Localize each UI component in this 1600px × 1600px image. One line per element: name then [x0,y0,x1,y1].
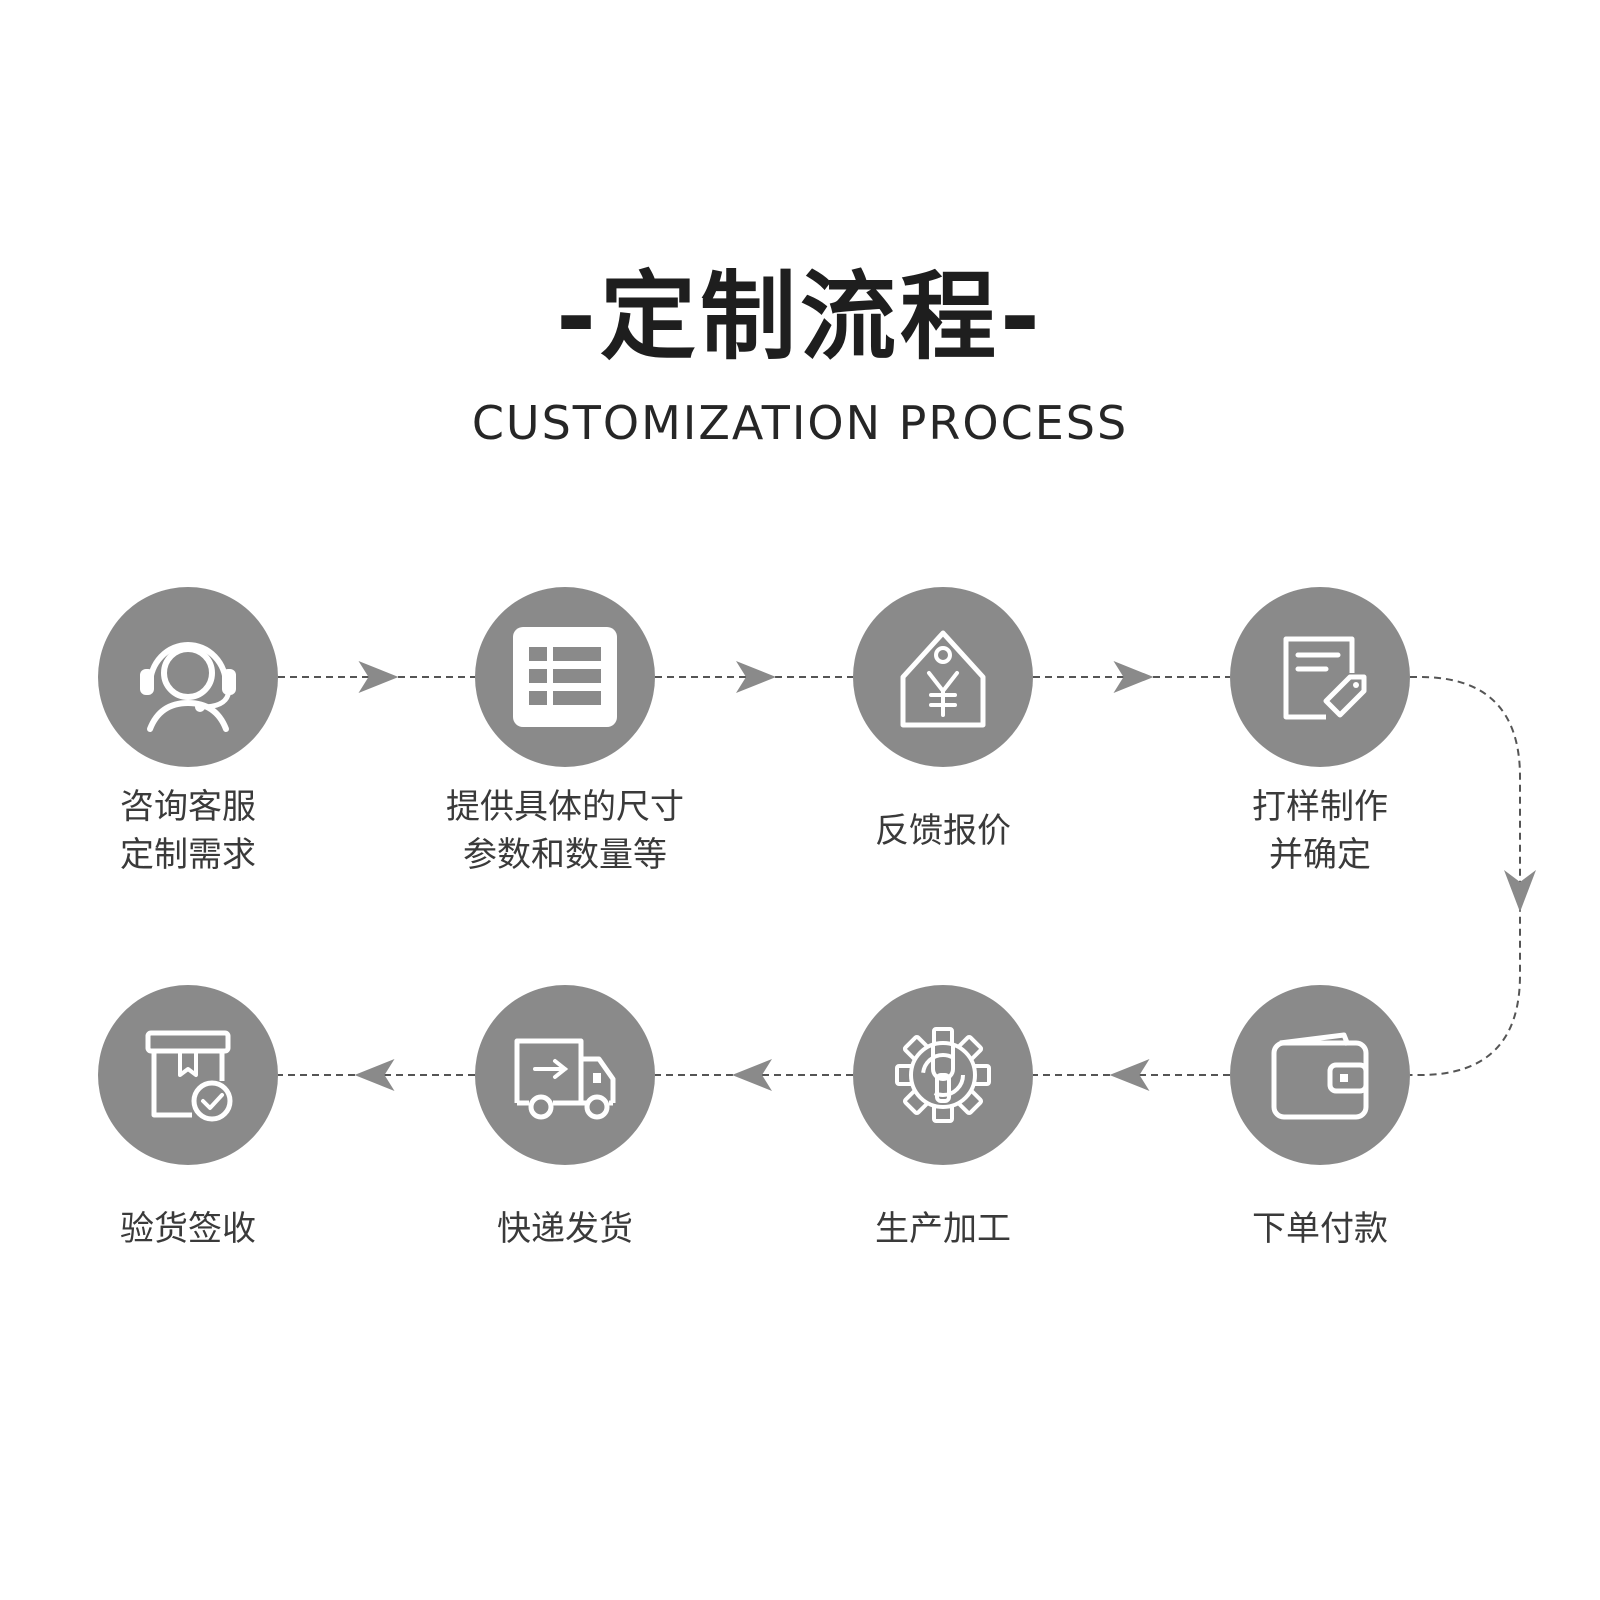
step-label-7: 快递发货 [405,1205,725,1253]
step-label-line: 生产加工 [875,1209,1011,1249]
step-label-8: 验货签收 [28,1205,348,1253]
delivery-truck-icon [514,1038,616,1120]
step-circle [475,985,655,1165]
price-tag-icon [900,630,986,728]
step-label-5: 下单付款 [1160,1205,1480,1253]
step-label-line: 定制需求 [120,835,256,875]
step-label-1: 咨询客服定制需求 [28,783,348,879]
step-label-line: 验货签收 [120,1209,256,1249]
step-node-4 [1230,587,1410,767]
nodes [98,587,1410,1165]
step-label-line: 反馈报价 [875,811,1011,851]
connector-top-2 [655,661,853,693]
connector-arrowhead [1113,661,1154,693]
step-label-3: 反馈报价 [783,807,1103,855]
connector-top-3 [1033,661,1230,693]
step-label-line: 并确定 [1269,835,1371,875]
connector-arrowhead [1504,870,1536,912]
step-node-2 [475,587,655,767]
step-label-2: 提供具体的尺寸参数和数量等 [405,783,725,879]
step-label-line: 参数和数量等 [463,835,667,875]
connector-arrowhead [354,1059,395,1091]
connector-right-curve [1410,676,1536,1076]
gear-wrench-icon [895,1027,991,1123]
connector-arrowhead [358,661,399,693]
step-node-8 [98,985,278,1165]
step-label-line: 咨询客服 [120,787,256,827]
step-node-7 [475,985,655,1165]
step-label-6: 生产加工 [783,1205,1103,1253]
page-title: -定制流程- [556,261,1044,373]
page-subtitle: CUSTOMIZATION PROCESS [471,396,1129,450]
step-circle [853,587,1033,767]
step-node-6 [853,985,1033,1165]
connector-bottom-3 [278,1059,475,1091]
package-check-icon [145,1030,233,1122]
step-node-5 [1230,985,1410,1165]
step-circle [98,985,278,1165]
headset-user-icon [140,642,236,732]
list-document-icon [513,627,617,727]
step-node-3 [853,587,1033,767]
connector-bottom-1 [1033,1059,1230,1091]
step-node-1 [98,587,278,767]
step-label-line: 打样制作 [1252,787,1388,827]
sample-document-icon [1283,636,1367,720]
connector-bottom-2 [655,1059,853,1091]
connector-top-1 [278,661,475,693]
step-label-line: 快递发货 [497,1209,633,1249]
connector-arrowhead [1109,1059,1150,1091]
step-label-line: 提供具体的尺寸 [446,787,684,827]
connector-arrowhead [736,661,776,693]
step-circle [1230,587,1410,767]
connector-arrowhead [732,1059,772,1091]
step-circle [98,587,278,767]
step-label-line: 下单付款 [1252,1209,1388,1249]
step-label-4: 打样制作并确定 [1160,783,1480,879]
wallet-icon [1271,1032,1369,1120]
step-circle [1230,985,1410,1165]
connectors [278,661,1536,1091]
